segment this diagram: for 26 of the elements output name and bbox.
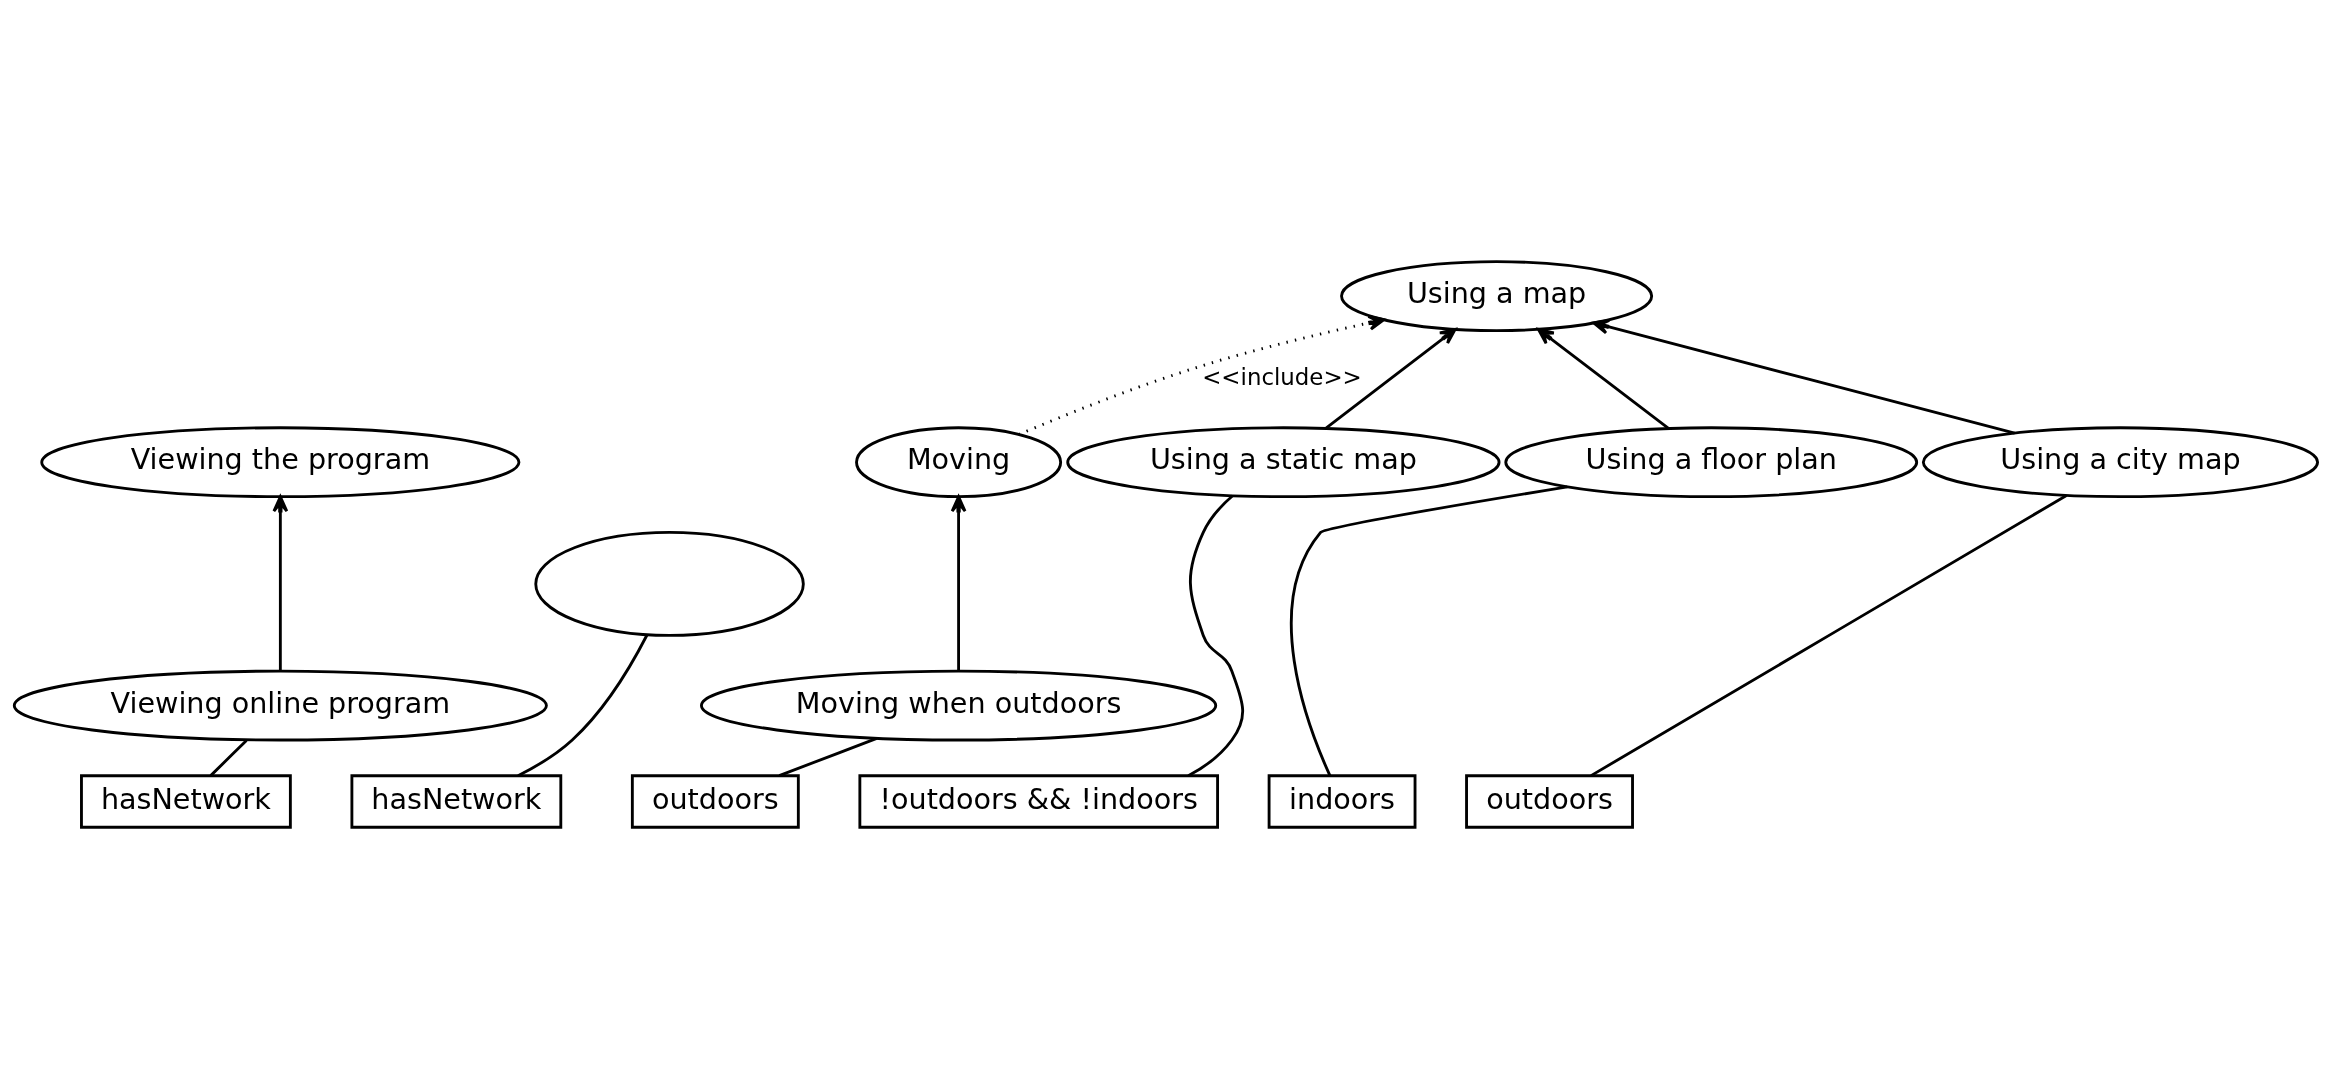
arrow <box>950 495 967 671</box>
node-ellipse: Moving when outdoors <box>700 669 1218 742</box>
node-box: indoors <box>1267 774 1417 829</box>
node-box: hasNetwork <box>80 774 292 829</box>
node-ellipse: Using a floor plan <box>1504 426 1919 499</box>
node-box: outdoors <box>1465 774 1634 829</box>
arrow <box>272 495 289 671</box>
node-ellipse: Viewing online program <box>12 669 548 742</box>
node-ellipse <box>534 530 805 637</box>
node-box: !outdoors && !indoors <box>858 774 1219 829</box>
node-ellipse: Using a city map <box>1921 426 2319 499</box>
arrow <box>1325 327 1457 430</box>
connector <box>209 739 248 777</box>
connector <box>1187 494 1245 777</box>
edge-label: <<include>> <box>1202 363 1362 390</box>
arrow <box>1592 318 2015 435</box>
node-ellipse: Moving <box>855 426 1063 499</box>
node-ellipse: Using a static map <box>1066 426 1501 499</box>
arrow <box>1018 315 1386 436</box>
connector <box>517 634 649 777</box>
node-box: outdoors <box>630 774 800 829</box>
connector <box>1590 494 2068 777</box>
node-ellipse: Viewing the program <box>40 426 521 499</box>
connector <box>1290 485 1568 777</box>
arrow <box>1537 328 1670 430</box>
node-box: hasNetwork <box>350 774 563 829</box>
